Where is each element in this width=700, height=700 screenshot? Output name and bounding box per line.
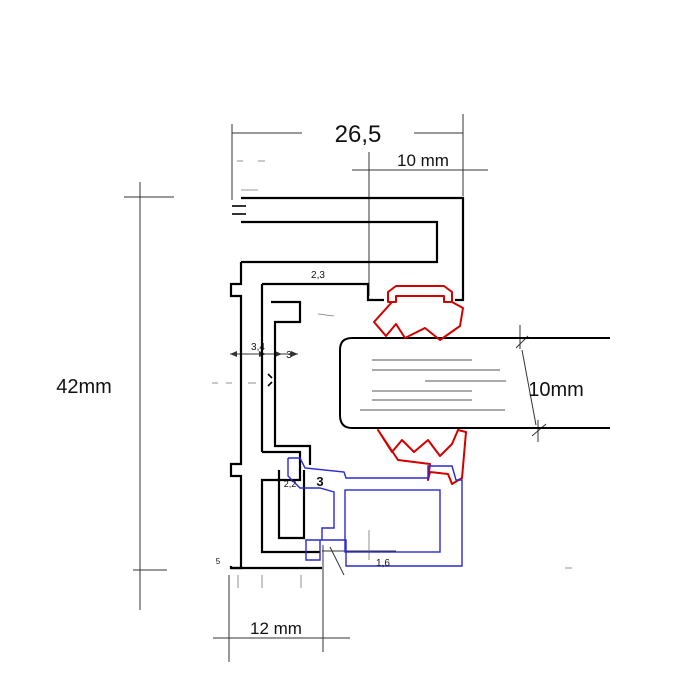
dim-glass-diag: [521, 349, 537, 426]
glass-pane: [339, 337, 610, 429]
frame-profile: [229, 196, 465, 570]
label-12mm: 12 mm: [250, 619, 302, 638]
label-1-6: 1,6: [376, 558, 390, 569]
blue-insert-chamber: [344, 489, 441, 553]
dim-glass-bottom-slash: [531, 423, 547, 437]
label-3-blue: 3: [316, 474, 323, 489]
gasket-bottom: [377, 429, 467, 485]
gaskets: [373, 285, 467, 485]
gasket-top: [373, 285, 464, 341]
arrow-head: [275, 351, 282, 357]
glass-outline: [339, 337, 610, 429]
frame-break: [267, 381, 273, 387]
label-26-5: 26,5: [335, 121, 382, 148]
frame-lower-inner: [277, 470, 306, 540]
label-5: 5: [216, 557, 221, 566]
dimension-lines: [124, 114, 572, 662]
blue-insert: [287, 457, 463, 567]
blue-insert-outer: [288, 457, 463, 567]
frame-top-inner: [241, 220, 439, 264]
arrow-head: [230, 351, 237, 357]
label-10mm-glass: 10mm: [528, 379, 584, 401]
dim-1-6-leader: [329, 546, 345, 576]
blue-insert-inner: [287, 458, 335, 540]
label-3: 3: [286, 350, 292, 361]
label-2-3: 2,3: [311, 270, 325, 281]
frame-top-outer: [241, 196, 465, 302]
frame-chamber-top: [262, 282, 384, 302]
arrow-head: [291, 351, 298, 357]
frame-left-wall: [229, 262, 243, 570]
frame-chamber-inner: [271, 300, 312, 465]
label-3-4: 3,4: [251, 342, 265, 353]
label-42mm: 42mm: [56, 376, 112, 398]
frame-break: [267, 373, 273, 379]
label-2-2: 2,2: [284, 479, 297, 489]
center-dash: [317, 313, 335, 317]
frame-lower-chamber: [260, 450, 320, 554]
label-10mm-top: 10 mm: [397, 151, 449, 170]
